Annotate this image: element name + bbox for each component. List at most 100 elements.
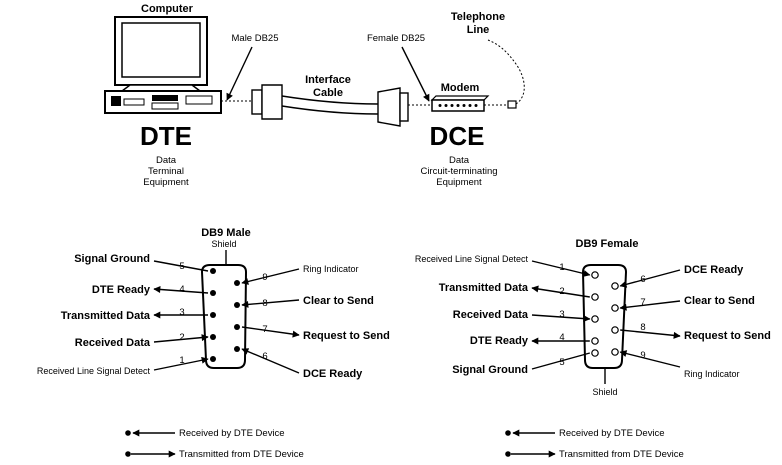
db9-female-pin-6-arrow [619,269,681,288]
db9-male-pin-6-number: 6 [262,351,267,362]
phone-jack-icon [507,100,517,109]
legend-left: Received by DTE Device Transmitted from … [125,428,304,460]
db9-female-signal-request-to-send: Request to Send [684,330,771,342]
db9-female-signal-signal-ground: Signal Ground [452,364,528,376]
db9-male-pin-3: 3 Transmitted Data [61,307,216,322]
db9-male-pin-7-dot [234,324,240,330]
db9-male-pin-8-dot [234,302,240,308]
db9-male-pin-1-dot [210,356,216,362]
db9-female-pin-5-dot [591,349,599,357]
telephone-line-label-2: Line [467,24,490,36]
db9-female-signal-transmitted-data: Transmitted Data [439,282,529,294]
db9-male-connector [200,264,248,369]
interface-cable-illustration [251,84,409,127]
modem-illustration [430,95,490,112]
db9-female-pin-2-number: 2 [559,286,564,297]
db9-male-pin-3-dot [210,312,216,318]
computer-illustration [104,16,222,114]
db9-female-pin-8-dot [611,326,619,334]
computer-label: Computer [141,3,194,15]
db9-male-pin-5-dot [210,268,216,274]
db9-male-signal-received-data: Received Data [75,337,151,349]
db9-female-title: DB9 Female [576,238,639,250]
db9-female-pin-2-dot [591,293,599,301]
db9-male-pin-4-arrow [153,285,209,294]
db9-male-pin-5-number: 5 [179,261,184,272]
db9-male-pin-8: 8 Clear to Send [234,295,374,309]
dce-desc-2: Circuit-terminating [420,166,497,177]
db9-female-signal-dte-ready: DTE Ready [470,335,529,347]
db9-male-signal-request-to-send: Request to Send [303,330,390,342]
db9-male-pin-7-arrow [241,326,300,338]
db9-female-pin-4: 4 DTE Ready [470,332,599,347]
db9-female-pin-9-arrow [619,350,681,368]
legend-right-transmitted: Transmitted from DTE Device [559,449,684,460]
db9-female-pins: 1 Received Line Signal Detect 2 Transmitted… [415,254,771,379]
db9-female-pin-2-arrow [531,285,590,298]
db9-male-shield-label: Shield [211,239,236,249]
db9-female-shield-label: Shield [592,387,617,397]
db9-male-pin-8-number: 8 [262,298,267,309]
db9-male-signal-clear-to-send: Clear to Send [303,295,374,307]
db9-female-pin-3-number: 3 [559,309,564,320]
dte-desc-1: Data [156,155,177,166]
db9-male-pin-3-number: 3 [179,307,184,318]
db9-female-pin-5-number: 5 [559,357,564,368]
db9-male-signal-received-line-signal-detect: Received Line Signal Detect [37,366,151,376]
legend-left-transmitted: Transmitted from DTE Device [179,449,304,460]
db9-male-signal-transmitted-data: Transmitted Data [61,310,151,322]
db9-female-pin-4-number: 4 [559,332,564,343]
db9-female-signal-received-line-signal-detect: Received Line Signal Detect [415,254,529,264]
interface-cable-label-2: Cable [313,87,343,99]
db9-male-pin-4-number: 4 [179,284,184,295]
db9-male-pin-4: 4 DTE Ready [92,284,216,296]
db9-female-pin-2: 2 Transmitted Data [439,282,599,301]
interface-cable-label-1: Interface [305,74,351,86]
db9-female-pin-7-arrow [619,300,681,311]
db9-male-pin-1-number: 1 [179,355,184,366]
dte-title: DTE [140,121,192,151]
db9-female-pin-5-arrow [531,352,590,370]
telephone-line [487,39,525,105]
db9-male-pin-9-dot [234,280,240,286]
db9-male-title: DB9 Male [201,227,251,239]
db9-female-pin-9-dot [611,348,619,356]
db9-male-pin-8-arrow [241,299,300,308]
dce-desc-3: Equipment [436,177,482,188]
db9-female-pin-1: 1 Received Line Signal Detect [415,254,599,279]
db9-female-pin-8-number: 8 [640,322,645,333]
telephone-line-label-1: Telephone [451,11,505,23]
db9-female-pin-1-number: 1 [559,262,564,273]
db9-male-pin-1-arrow [153,356,209,371]
db9-male-signal-dce-ready: DCE Ready [303,368,363,380]
db9-male-pin-5-arrow [153,260,209,272]
db9-female-pin-3-arrow [531,314,591,323]
db9-female-signal-clear-to-send: Clear to Send [684,295,755,307]
db9-female-pin-1-dot [591,271,599,279]
db9-male-signal-dte-ready: DTE Ready [92,284,151,296]
legend-left-received: Received by DTE Device [179,428,285,439]
db9-male-pin-2-dot [210,334,216,340]
db9-female-pin-7-dot [611,304,619,312]
male-db25-label: Male DB25 [232,33,279,44]
db9-male-pin-4-dot [210,290,216,296]
db9-male-pin-9: 9 Ring Indicator [234,264,359,286]
db9-male-pin-9-arrow [241,268,300,285]
db9-female-signal-dce-ready: DCE Ready [684,264,744,276]
db9-male-pin-9-number: 9 [262,272,267,283]
female-db25-label: Female DB25 [367,33,425,44]
db9-male-signal-ring-indicator: Ring Indicator [303,264,359,274]
dce-title: DCE [430,121,485,151]
db9-female-pin-1-arrow [531,260,591,277]
db9-male-pin-6-dot [234,346,240,352]
db9-female-pin-6-number: 6 [640,274,645,285]
modem-label: Modem [441,82,480,94]
db9-female-pin-9-number: 9 [640,350,645,361]
